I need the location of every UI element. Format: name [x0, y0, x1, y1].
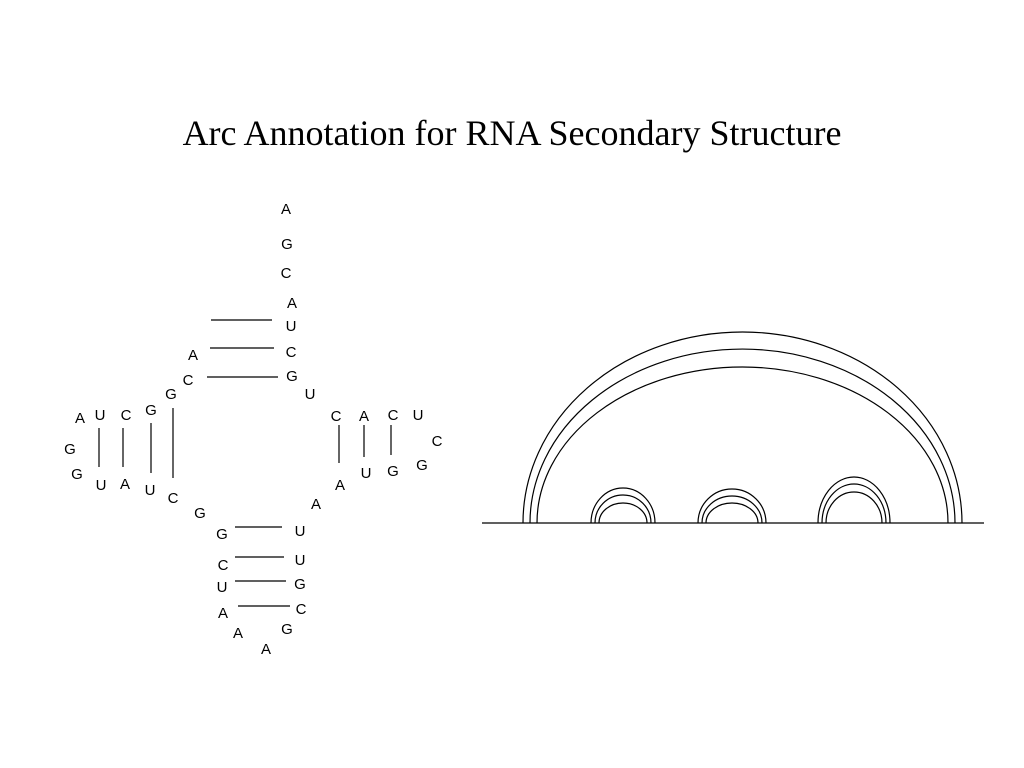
nucleotide: A: [218, 605, 228, 622]
arc: [594, 494, 652, 524]
arc: [522, 331, 963, 524]
arc: [590, 487, 656, 524]
nucleotide: A: [335, 477, 345, 494]
nucleotide: A: [233, 625, 243, 642]
nucleotide: G: [286, 368, 298, 385]
nucleotide: C: [388, 407, 399, 424]
arc: [529, 348, 956, 524]
hairpin-arcs-left: [590, 487, 656, 524]
nucleotide: G: [71, 466, 83, 483]
nucleotide: U: [361, 465, 372, 482]
nucleotide: U: [295, 523, 306, 540]
arc: [705, 502, 759, 524]
nucleotide: U: [96, 477, 107, 494]
base-pair-bonds: [98, 319, 392, 607]
nucleotide: U: [145, 482, 156, 499]
nucleotide: G: [281, 621, 293, 638]
nucleotide: C: [286, 344, 297, 361]
nucleotide: C: [296, 601, 307, 618]
nucleotide: A: [281, 201, 291, 218]
nucleotide: C: [331, 408, 342, 425]
slide-title: Arc Annotation for RNA Secondary Structu…: [182, 113, 842, 153]
nucleotide: U: [413, 407, 424, 424]
nucleotide: U: [295, 552, 306, 569]
arc: [825, 491, 883, 524]
nucleotide: U: [95, 407, 106, 424]
nucleotide: G: [281, 236, 293, 253]
nucleotide: U: [305, 386, 316, 403]
nucleotide: G: [194, 505, 206, 522]
nucleotide: C: [432, 433, 443, 450]
arc: [821, 483, 887, 524]
hairpin-arcs-middle: [697, 488, 767, 524]
nucleotide: G: [64, 441, 76, 458]
nucleotide: A: [359, 408, 369, 425]
arc: [817, 476, 891, 524]
nucleotide: A: [261, 641, 271, 658]
outer-arcs: [522, 331, 963, 524]
nucleotide: C: [183, 372, 194, 389]
nucleotide: A: [188, 347, 198, 364]
arc: [697, 488, 767, 524]
arc: [598, 502, 648, 524]
nucleotide: U: [286, 318, 297, 335]
arc-annotation-diagram: [482, 331, 984, 524]
arc: [536, 366, 949, 524]
arc: [701, 495, 763, 524]
nucleotide: C: [218, 557, 229, 574]
nucleotide: G: [165, 386, 177, 403]
nucleotide: A: [287, 295, 297, 312]
nucleotide: A: [75, 410, 85, 427]
nucleotide: G: [387, 463, 399, 480]
nucleotide: A: [311, 496, 321, 513]
nucleotide: G: [294, 576, 306, 593]
nucleotide: G: [216, 526, 228, 543]
hairpin-arcs-right: [817, 476, 891, 524]
nucleotide: C: [281, 265, 292, 282]
nucleotide: U: [217, 579, 228, 596]
nucleotide: A: [120, 476, 130, 493]
nucleotide: C: [121, 407, 132, 424]
nucleotide: G: [416, 457, 428, 474]
nucleotide: G: [145, 402, 157, 419]
nucleotide: C: [168, 490, 179, 507]
